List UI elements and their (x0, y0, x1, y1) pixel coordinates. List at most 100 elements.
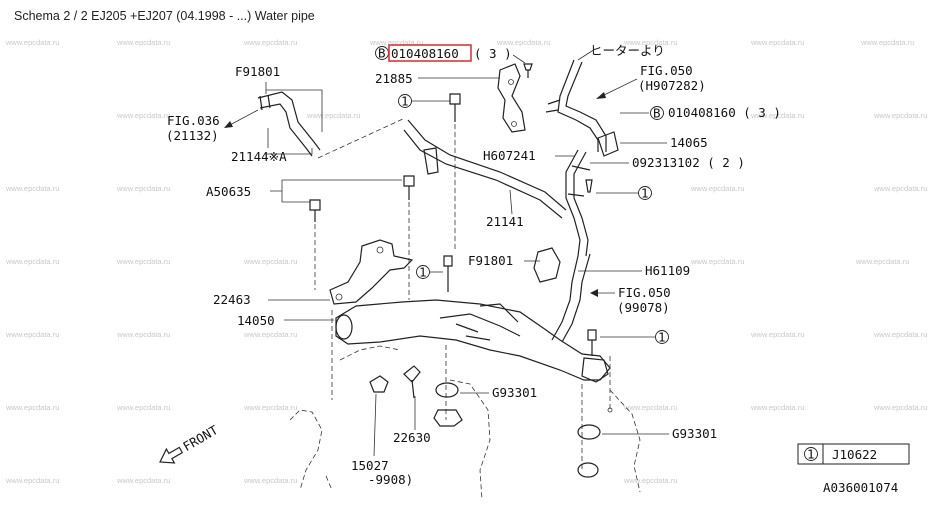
part-number-h61109: H61109 (645, 263, 690, 278)
gasket-g93301 (577, 424, 601, 440)
watermark: www.epcdata.ru (751, 403, 805, 412)
fig-036-ref: FIG.036 (167, 113, 220, 128)
watermark: www.epcdata.ru (117, 111, 171, 120)
part-number-21144a: 21144※A (231, 149, 287, 164)
part-number-g93301-a: G93301 (492, 385, 537, 400)
part-number-22630: 22630 (393, 430, 431, 445)
watermark: www.epcdata.ru (6, 257, 60, 266)
legend-box (797, 443, 910, 465)
watermark: www.epcdata.ru (244, 38, 298, 47)
watermark: www.epcdata.ru (6, 476, 60, 485)
clip-f91801 (533, 247, 561, 283)
watermark: www.epcdata.ru (624, 476, 678, 485)
pipe-detail (439, 313, 521, 341)
part-number-092313102: 092313102 ( 2 ) (632, 155, 745, 170)
watermark: www.epcdata.ru (6, 403, 60, 412)
watermark: www.epcdata.ru (751, 38, 805, 47)
watermark: www.epcdata.ru (117, 476, 171, 485)
pipe-detail (479, 303, 519, 323)
pipe-inlet (335, 314, 353, 340)
callout-one-number: 1 (641, 186, 649, 201)
sensor-22630 (403, 365, 421, 399)
callout-one-number: 1 (658, 330, 666, 345)
bolt-end (607, 407, 613, 413)
engine-outline (609, 389, 641, 493)
watermark: www.epcdata.ru (874, 111, 928, 120)
watermark: www.epcdata.ru (307, 111, 361, 120)
leader-line (509, 189, 513, 215)
watermark: www.epcdata.ru (624, 38, 678, 47)
part-number-22463: 22463 (213, 292, 251, 307)
callout-one-circle (638, 186, 652, 200)
front-label: FRONT (180, 422, 220, 454)
watermark: www.epcdata.ru (751, 111, 805, 120)
bracket-21885 (497, 63, 526, 133)
watermark: www.epcdata.ru (117, 330, 171, 339)
engine-outline (339, 345, 401, 361)
legend-code: J10622 (832, 447, 877, 462)
highlight-box-010408160 (388, 44, 472, 62)
bolt (449, 93, 461, 122)
legend-symbol: 1 (807, 447, 815, 462)
date-code-9908: -9908) (368, 472, 413, 487)
watermark: www.epcdata.ru (751, 330, 805, 339)
engine-outline (289, 409, 323, 491)
watermark: www.epcdata.ru (117, 184, 171, 193)
connection-dash (317, 117, 406, 159)
part-number-15027: 15027 (351, 458, 389, 473)
leader-line (512, 54, 526, 64)
watermark: www.epcdata.ru (244, 330, 298, 339)
leader-line (266, 89, 323, 132)
bolt (523, 63, 533, 78)
arrow-head (224, 121, 233, 128)
fig-ref-h907282: (H907282) (638, 78, 706, 93)
watermark: www.epcdata.ru (6, 38, 60, 47)
watermark: www.epcdata.ru (117, 257, 171, 266)
plug-15027 (369, 375, 389, 393)
drawing-id: A036001074 (823, 480, 898, 495)
leader-line (373, 393, 377, 457)
watermark: www.epcdata.ru (244, 476, 298, 485)
clamp (259, 94, 271, 111)
watermark: www.epcdata.ru (874, 403, 928, 412)
page-title: Schema 2 / 2 EJ205 +EJ207 (04.1998 - ...… (14, 9, 315, 23)
part-number-a50635: A50635 (206, 184, 251, 199)
callout-one-circle (416, 265, 430, 279)
housing-flange (433, 409, 463, 427)
flange-14065 (597, 131, 619, 157)
watermark: www.epcdata.ru (691, 257, 745, 266)
front-arrow-icon (159, 446, 184, 464)
engine-outline (449, 379, 491, 501)
pipe-21144a-edge (259, 103, 313, 157)
callout-b-letter: B (653, 106, 661, 121)
watermark: www.epcdata.ru (497, 38, 551, 47)
hose (565, 149, 581, 257)
leader-line (270, 179, 402, 203)
bolt (443, 255, 453, 292)
watermark: www.epcdata.ru (117, 403, 171, 412)
quantity-label: ( 3 ) (474, 46, 512, 61)
watermark: www.epcdata.ru (244, 257, 298, 266)
watermark: www.epcdata.ru (6, 330, 60, 339)
part-number-010408160-right: 010408160 ( 3 ) (668, 105, 781, 120)
callout-one-number: 1 (401, 94, 409, 109)
watermark: www.epcdata.ru (856, 257, 910, 266)
part-number-h607241: H607241 (483, 148, 536, 163)
arrow-head (596, 92, 606, 99)
bracket-22463 (329, 239, 414, 305)
leader-arrow (227, 109, 259, 127)
gasket-g93301 (435, 382, 459, 398)
part-number-f91801-mid: F91801 (468, 253, 513, 268)
bolt-hole (376, 246, 384, 254)
outlet-flange (577, 462, 599, 478)
pipe-21141 (407, 119, 567, 211)
watermark: www.epcdata.ru (117, 38, 171, 47)
watermark: www.epcdata.ru (370, 38, 424, 47)
bolt-a50635 (403, 175, 415, 200)
part-number-010408160[interactable]: 010408160 (391, 46, 459, 61)
fig-050-ref-top: FIG.050 (640, 63, 693, 78)
bolt-hole (511, 121, 517, 127)
fig-ref-99078: (99078) (617, 300, 670, 315)
bolt-hole (335, 293, 343, 301)
